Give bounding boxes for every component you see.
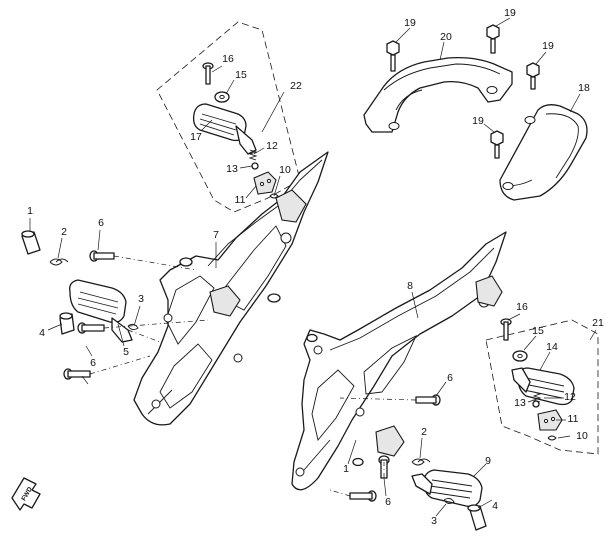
callout-19-a: 19 [404, 17, 416, 29]
callout-12-right: 12 [564, 391, 576, 403]
leader-bolt-6-left-upper [113, 255, 197, 271]
bolt-6-right-lower [349, 490, 377, 502]
callout-21: 21 [592, 317, 604, 329]
leader-bolt-6-right-upper [339, 397, 417, 401]
callout-15-upper: 15 [235, 69, 247, 81]
callout-6-left-mid: 6 [90, 357, 96, 369]
callout-2-left: 2 [61, 226, 67, 238]
callout-20: 20 [440, 31, 452, 43]
pin-4-right [467, 504, 487, 531]
callout-4-left: 4 [39, 327, 45, 339]
footrest-14 [511, 367, 575, 406]
bolt-16-right [500, 318, 512, 341]
callout-6-right-lower: 6 [385, 496, 391, 508]
clip-3-right [443, 497, 455, 505]
callout-14: 14 [546, 341, 558, 353]
callout-leaders [29, 17, 597, 517]
callout-8: 8 [407, 280, 413, 292]
bolt-6-left-lower [63, 368, 91, 380]
callout-19-c: 19 [542, 40, 554, 52]
callout-9: 9 [485, 455, 491, 467]
callout-11-right: 11 [568, 413, 579, 425]
bolt-19-c [526, 62, 540, 90]
clip-3-left [127, 323, 139, 331]
callout-16-right: 16 [516, 301, 528, 313]
callout-13-upper: 13 [226, 163, 238, 175]
leader-footrest-5-left [127, 329, 161, 343]
bolt-6-left-upper [89, 250, 115, 262]
plate-11-upper [253, 171, 277, 195]
callout-2-right: 2 [421, 426, 427, 438]
footrest-5-left [69, 279, 133, 343]
leader-bolt-6-right-lower [329, 489, 351, 497]
footrest-9 [411, 469, 483, 508]
callout-19-d: 19 [472, 115, 484, 127]
callout-1-left: 1 [27, 205, 33, 217]
pin-1-left [21, 230, 41, 255]
callout-16-upper: 16 [222, 53, 234, 65]
callout-12-upper: 12 [266, 140, 278, 152]
bolt-16-upper [202, 62, 214, 85]
callout-1-right: 1 [343, 463, 349, 475]
bolt-19-a [386, 40, 400, 72]
bolt-19-d [490, 130, 504, 159]
callout-18: 18 [578, 82, 590, 94]
callout-4-right: 4 [492, 500, 498, 512]
ball-13-upper [251, 162, 259, 170]
washer-15-right [512, 350, 528, 362]
callout-7: 7 [213, 229, 219, 241]
callout-5: 5 [123, 346, 129, 358]
grab-handle-20 [363, 56, 513, 133]
footrest-bracket-8 [291, 231, 507, 491]
callout-6-left-upper: 6 [98, 217, 104, 229]
leader-bolt-6-left-lower [89, 355, 151, 375]
spring-12-upper [248, 149, 258, 161]
spring-12-right [532, 391, 542, 403]
fwd-direction-arrow: FWD [11, 477, 41, 511]
callout-labels: 1 2 3 4 5 6 6 7 16 15 17 22 12 13 10 11 … [27, 7, 604, 527]
clip-10-upper [269, 193, 279, 199]
footrest-17 [192, 103, 257, 155]
footrest-bracket-7 [133, 151, 329, 426]
grab-handle-18 [499, 104, 588, 201]
callout-3-right: 3 [431, 515, 437, 527]
assembly-box-21 [485, 319, 599, 455]
washer-15-upper [214, 91, 230, 103]
callout-3-left: 3 [138, 293, 144, 305]
ball-13-right [532, 400, 540, 408]
plate-11-right [537, 409, 563, 431]
clip-10-right [547, 435, 557, 441]
callout-13-right: 13 [514, 397, 526, 409]
callout-10-upper: 10 [279, 164, 291, 176]
callout-19-b: 19 [504, 7, 516, 19]
callout-11-upper: 11 [235, 194, 246, 206]
spring-2-left [49, 258, 69, 266]
callout-10-right: 10 [576, 430, 588, 442]
callout-6-right-upper: 6 [447, 372, 453, 384]
bolt-6-left-mid [77, 322, 105, 334]
pin-4-left [59, 312, 75, 335]
bolt-19-b [486, 24, 500, 54]
assembly-box-22 [156, 21, 301, 213]
bolt-6-right-upper [415, 394, 441, 406]
leader-bolt-6-left-mid [103, 319, 209, 329]
callout-15-right: 15 [532, 325, 544, 337]
spring-2-right [411, 458, 431, 466]
callout-17: 17 [190, 131, 202, 143]
callout-22: 22 [290, 80, 302, 92]
